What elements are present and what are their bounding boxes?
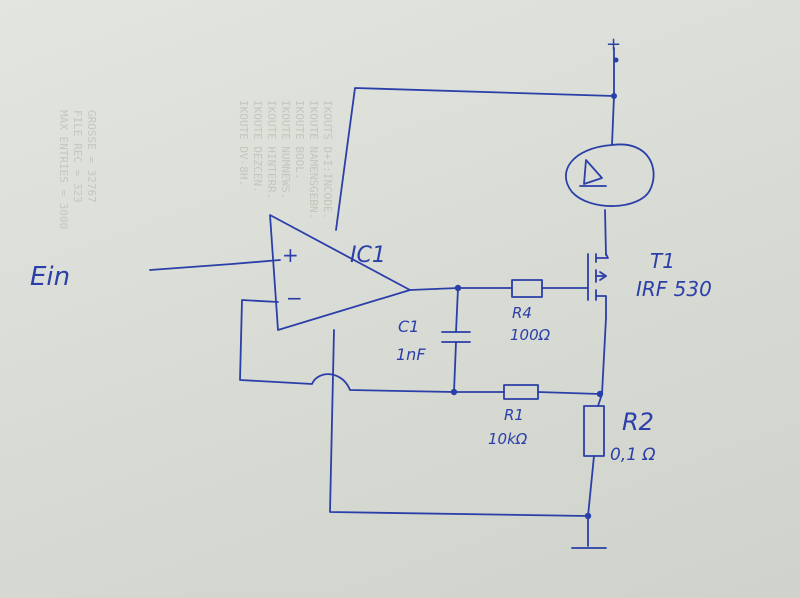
- svg-text:IKOUTE HINTERR.: IKOUTE HINTERR.: [265, 100, 278, 199]
- svg-text:IKOUTS D+I:INCODE.: IKOUTS D+I:INCODE.: [321, 100, 334, 219]
- feedback-wire: [239, 299, 455, 393]
- input-wire: [149, 259, 281, 271]
- supply-terminal: [613, 57, 619, 63]
- mosfet-t1: [587, 253, 609, 319]
- transistor-label: T1: [650, 249, 675, 273]
- opamp-label: IC1: [350, 243, 386, 268]
- supply-rail: [335, 87, 615, 231]
- lamp-to-drain: [604, 209, 607, 256]
- opamp-plus-label: +: [282, 243, 299, 267]
- lamp-feed: [611, 95, 615, 146]
- opamp-ic1: [269, 214, 411, 331]
- supply-label: +: [606, 34, 621, 55]
- c1-capacitor: [441, 331, 471, 343]
- c1-bottom-wire: [453, 341, 457, 393]
- source-wire: [597, 317, 607, 407]
- svg-text:IKOUTE BOOL.: IKOUTE BOOL.: [293, 100, 306, 179]
- c1-top-wire: [455, 287, 459, 333]
- r1-wire-right: [537, 391, 601, 395]
- r2-to-ground: [587, 455, 595, 547]
- svg-text:IKOUTE NUMNEWS.: IKOUTE NUMNEWS.: [279, 100, 292, 199]
- c1-value: 1nF: [396, 345, 426, 364]
- r1-name: R1: [504, 406, 524, 424]
- lamp-icon: [565, 143, 655, 207]
- r2-resistor: [583, 405, 605, 457]
- svg-text:IKOUTE NAMENSGEBN.: IKOUTE NAMENSGEBN.: [307, 100, 320, 219]
- svg-text:FILE REC = 323: FILE REC = 323: [71, 110, 84, 203]
- svg-text:GROSSE = 32767: GROSSE = 32767: [85, 110, 98, 203]
- bleed-through-text: IKOUTE DV-8H. IKOUTE DEZCEN. IKOUTE HINT…: [237, 100, 334, 219]
- c1-name: C1: [398, 317, 419, 336]
- r2-value: 0,1 Ω: [610, 445, 655, 465]
- r4-value: 100Ω: [510, 326, 551, 344]
- r2-name: R2: [622, 408, 654, 436]
- opamp-minus-label: −: [286, 286, 303, 310]
- r1-resistor: [503, 384, 539, 400]
- ground-return: [329, 329, 589, 517]
- svg-text:MAX ENTRIES = 3000: MAX ENTRIES = 3000: [57, 110, 70, 229]
- bleed-through-text-left: MAX ENTRIES = 3000 FILE REC = 323 GROSSE…: [57, 110, 98, 229]
- transistor-type: IRF 530: [636, 277, 712, 301]
- output-wire: [409, 287, 459, 291]
- r1-value: 10kΩ: [488, 430, 528, 448]
- r4-name: R4: [512, 304, 532, 322]
- svg-text:IKOUTE DV-8H.: IKOUTE DV-8H.: [237, 100, 250, 186]
- svg-text:IKOUTE DEZCEN.: IKOUTE DEZCEN.: [251, 100, 264, 193]
- input-label: Ein: [30, 262, 70, 292]
- r4-resistor: [511, 279, 543, 298]
